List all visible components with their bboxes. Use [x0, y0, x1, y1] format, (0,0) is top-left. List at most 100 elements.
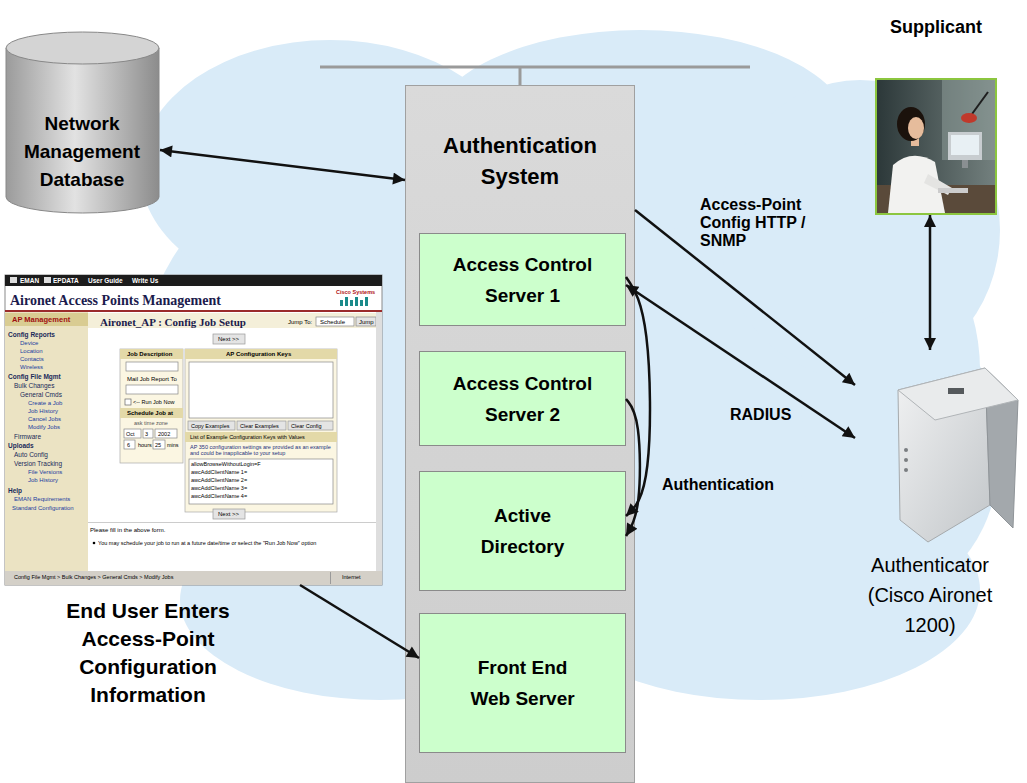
screen-text: Device: [20, 340, 38, 347]
connector-arrow: [626, 277, 650, 516]
screen-text-holder: 3: [145, 431, 148, 437]
screenshot-part: [5, 275, 382, 286]
screen-text-holder: Standard Configuration: [12, 505, 74, 512]
screen-text-holder: General Cmds: [20, 391, 62, 398]
screen-text: Contacts: [20, 356, 44, 363]
screen-text-holder: awcAddClientName 3=: [191, 485, 247, 491]
screenshot-part: [185, 432, 337, 442]
screen-text: ask time zone: [134, 420, 168, 426]
screen-text-holder: Location: [20, 348, 43, 355]
node-label: Active Directory: [463, 500, 583, 562]
screen-text: allowBrowseWithoutLogin=F: [191, 461, 261, 467]
screen-text: Config Reports: [8, 331, 55, 338]
screen-text: <-- Run Job Now: [133, 399, 174, 405]
connector-label: Authentication: [660, 476, 776, 494]
screen-text-holder: Schedule Job at: [127, 410, 173, 417]
screen-text-holder: Next >>: [218, 336, 239, 343]
screen-text-holder: Config Reports: [8, 331, 55, 338]
screen-text-holder: Bulk Changes: [14, 382, 54, 389]
screen-text-holder: Job Description: [127, 351, 172, 358]
network-bus-part: [320, 66, 750, 69]
screen-text-holder: Job History: [28, 477, 58, 484]
screen-text-holder: Internet: [342, 574, 361, 580]
node-label: Network Management Database: [12, 110, 152, 194]
supplicant-photo-part: [972, 92, 988, 114]
screen-text-holder: Modify Jobs: [28, 424, 60, 431]
screenshot-part: [365, 297, 368, 306]
screenshot-part: [355, 297, 358, 306]
screen-text-holder: awcAddClientName 2=: [191, 477, 247, 483]
screen-text-holder: Clear Config: [291, 423, 322, 429]
screenshot-part: [345, 297, 348, 306]
supplicant-photo-part: [938, 188, 968, 193]
screen-text: Write Us: [132, 277, 158, 284]
screenshot-part: [124, 440, 135, 449]
screen-text: Uploads: [8, 442, 34, 449]
screen-text: Version Tracking: [14, 460, 62, 467]
screenshot-part: [5, 571, 382, 585]
directory-box: Active Directory: [419, 471, 626, 591]
screenshot-part: [143, 429, 153, 438]
screen-text-holder: User Guide: [88, 277, 123, 284]
screen-text: Internet: [342, 574, 361, 580]
screenshot-part: [10, 277, 17, 283]
supplicant-photo-part: [897, 107, 925, 141]
screen-text-holder: List of Example Configuration Keys with …: [190, 434, 305, 440]
screen-text-holder: 25: [155, 442, 161, 448]
connector-label: Access-Point Config HTTP / SNMP: [698, 196, 838, 250]
server-box: Access Control Server 2: [419, 351, 626, 446]
server-box: Access Control Server 1: [419, 233, 626, 326]
network-bus-part: [519, 67, 522, 86]
edge-label-holder: Authentication: [660, 476, 790, 494]
screen-text-holder: Jump: [359, 319, 374, 326]
screenshot-part: [360, 300, 363, 306]
screenshot-part: [88, 522, 376, 523]
screen-text-holder: Schedule: [320, 319, 345, 326]
access-point-device-part: [904, 468, 908, 472]
access-point-device-part: [948, 388, 964, 394]
screen-text-holder: Aironet Access Points Management: [10, 293, 221, 309]
node-label: Access Control Server 1: [443, 249, 603, 311]
screenshot-part: [188, 421, 235, 430]
screenshot-part: [316, 317, 354, 326]
screen-text: hours: [138, 442, 152, 448]
supplicant-photo-part: [962, 160, 968, 168]
screen-text-holder: Copy Examples: [191, 423, 230, 429]
cylinder-body: [6, 48, 159, 213]
node-label: End User Enters Access-Point Configurati…: [43, 597, 253, 709]
screen-text: Modify Jobs: [28, 424, 60, 431]
access-point-device: Authenticator (Cisco Aironet 1200): [855, 350, 1020, 545]
cylinder-top: [6, 32, 159, 64]
screenshot-part: [5, 310, 382, 312]
screen-text-holder: Create a Job: [28, 400, 62, 407]
access-point-device-part: [898, 368, 1018, 420]
system-box: Access Control Server 1 Access Control Se…: [405, 85, 635, 783]
screen-text-holder: <-- Run Job Now: [133, 399, 174, 405]
screen-text: General Cmds: [20, 391, 62, 398]
screen-text: Firmware: [14, 433, 41, 440]
screen-text: 6: [127, 442, 130, 448]
screenshot-part: [93, 542, 96, 545]
supplicant-photo-part: [942, 80, 995, 160]
photo-frame: Supplicant: [875, 78, 997, 215]
access-point-device-part: [904, 458, 908, 462]
screenshot-part: [120, 408, 183, 418]
screen-text: Bulk Changes: [14, 382, 54, 389]
screen-text-holder: EMAN: [20, 277, 39, 284]
screen-text: Oct: [126, 431, 135, 437]
screen-text: Clear Config: [291, 423, 322, 429]
screen-text: Help: [8, 487, 22, 494]
database-cylinder: Network Management Database: [5, 30, 160, 215]
screen-text-holder: Uploads: [8, 442, 34, 449]
screen-text: User Guide: [88, 277, 123, 284]
screenshot-part: [237, 421, 286, 430]
screenshot-part: [120, 349, 183, 463]
screen-text: Clear Examples: [240, 423, 279, 429]
screen-text: Create a Job: [28, 400, 62, 407]
screenshot-part: [120, 349, 183, 359]
screen-text-holder: Mail Job Report To: [127, 376, 177, 383]
screen-text-holder: Write Us: [132, 277, 158, 284]
supplicant-photo-part: [875, 78, 997, 215]
screenshot-part: [185, 349, 337, 359]
screen-text: List of Example Configuration Keys with …: [190, 434, 305, 440]
